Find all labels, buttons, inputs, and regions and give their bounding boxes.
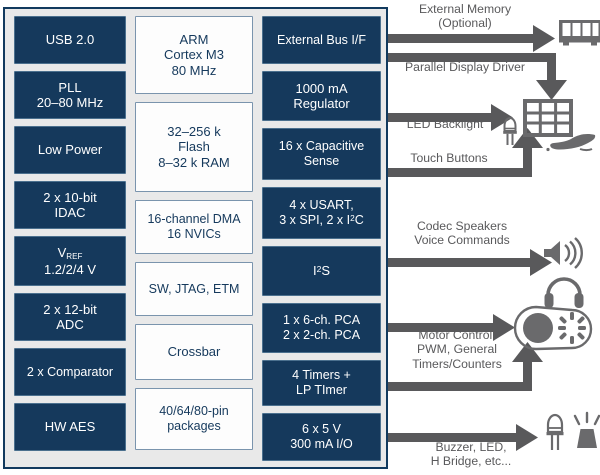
block-ext-bus[interactable]: External Bus I/F: [262, 16, 381, 64]
arrow-touch-buttons: [388, 128, 543, 177]
block-crossbar[interactable]: Crossbar: [135, 324, 253, 380]
label-buzzer-led: Buzzer, LED, H Bridge, etc...: [430, 440, 512, 469]
memory-module-icon: [558, 19, 600, 49]
display-grid-icon: [523, 99, 573, 137]
label-parallel-display: Parallel Display Driver: [405, 60, 525, 74]
label-codec-audio: Codec Speakers Voice Commands: [414, 219, 510, 248]
connector-arrows: [388, 25, 567, 451]
external-peripherals: External Memory (Optional) Parallel Disp…: [388, 0, 600, 475]
arrow-codec-audio: [388, 249, 552, 276]
arrow-external-memory: [388, 25, 555, 52]
label-motor-control: Motor Control, PWM, General Timers/Count…: [412, 328, 502, 371]
led-icon: [500, 114, 520, 146]
block-comparator[interactable]: 2 x Comparator: [14, 348, 126, 396]
motor-belt-icon: [513, 305, 594, 353]
block-hw-aes[interactable]: HW AES: [14, 403, 126, 451]
label-external-memory: External Memory (Optional): [418, 2, 512, 31]
label-led-backlight: LED Backlight: [406, 117, 484, 131]
block-serial[interactable]: 4 x USART,3 x SPI, 2 x I2C: [262, 187, 381, 239]
block-i2s[interactable]: I2S: [262, 246, 381, 296]
label-touch-buttons: Touch Buttons: [410, 151, 488, 165]
speaker-headphones-icon: [540, 237, 596, 308]
block-timers[interactable]: 4 Timers +LP TImer: [262, 360, 381, 406]
arrow-motor-out: [388, 314, 515, 341]
arrow-parallel-display: [388, 53, 567, 100]
led-buzzer-icon: [543, 410, 600, 458]
block-usb[interactable]: USB 2.0: [14, 16, 126, 64]
block-low-power[interactable]: Low Power: [14, 126, 126, 174]
block-debug[interactable]: SW, JTAG, ETM: [135, 262, 253, 316]
arrow-led-backlight: [388, 104, 513, 131]
arrow-buzzer-led: [388, 424, 538, 451]
hand-touch-icon: [540, 128, 598, 158]
